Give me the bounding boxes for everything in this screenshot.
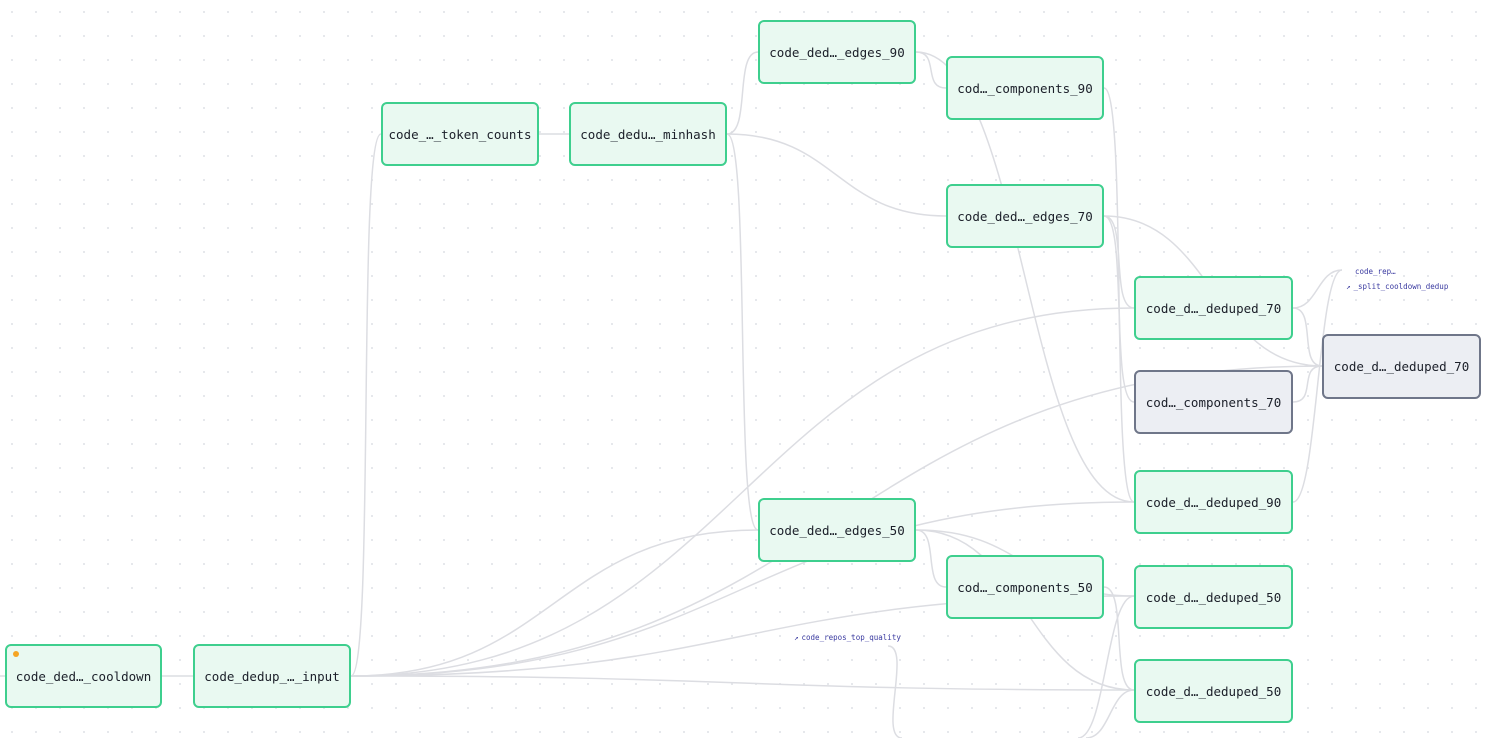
dependency-edge <box>350 133 382 677</box>
dependency-edge <box>1292 269 1343 309</box>
dependency-edge <box>1292 269 1343 503</box>
dependency-edge <box>726 133 759 531</box>
dependency-edge <box>350 501 1135 677</box>
node-components-90[interactable]: cod…_components_90 <box>946 56 1104 120</box>
node-label: code_ded…_edges_70 <box>957 208 1093 224</box>
link-line: code_repos_top_quality <box>801 633 901 642</box>
external-asset-link[interactable]: ↗code_repos_top_quality <box>794 630 901 645</box>
external-link-icon: ↗ <box>794 633 799 642</box>
node-label: code_d…_deduped_70 <box>1145 300 1282 316</box>
node-input[interactable]: code_dedup_…_input <box>193 644 351 708</box>
link-line: code_rep… <box>1355 267 1396 276</box>
node-token-counts[interactable]: code_…_token_counts <box>381 102 539 166</box>
dependency-edge <box>350 529 759 677</box>
node-label: cod…_components_90 <box>957 80 1093 96</box>
node-label: code_ded…_edges_50 <box>769 522 905 538</box>
external-asset-link[interactable]: code_rep… ↗_split_cooldown_dedup <box>1346 264 1448 294</box>
status-dot <box>13 651 19 657</box>
node-label: code_…_token_counts <box>388 126 532 142</box>
node-edges-50[interactable]: code_ded…_edges_50 <box>758 498 916 562</box>
node-label: code_d…_deduped_90 <box>1145 494 1282 510</box>
dependency-edge <box>1292 307 1323 367</box>
node-label: code_d…_deduped_50 <box>1145 683 1282 699</box>
dependency-edge <box>1077 595 1135 738</box>
dependency-edge <box>726 133 947 217</box>
node-label: code_ded…_edges_90 <box>769 44 905 60</box>
link-line: _split_cooldown_dedup <box>1353 282 1449 291</box>
node-minhash[interactable]: code_dedu…_minhash <box>569 102 727 166</box>
dependency-edge <box>887 645 903 738</box>
node-label: code_dedu…_minhash <box>580 126 716 142</box>
node-label: code_d…_deduped_50 <box>1145 589 1282 605</box>
node-deduped-50-a[interactable]: code_d…_deduped_50 <box>1134 565 1293 629</box>
node-label: cod…_components_70 <box>1145 394 1282 410</box>
dependency-edge <box>1103 215 1135 309</box>
node-deduped-70-a[interactable]: code_d…_deduped_70 <box>1134 276 1293 340</box>
dependency-edge <box>350 675 1135 691</box>
dependency-edge <box>915 529 947 588</box>
dependency-edge <box>1103 586 1135 691</box>
dependency-edge <box>915 51 947 89</box>
node-deduped-70-b[interactable]: code_d…_deduped_70 <box>1322 334 1481 399</box>
node-label: code_dedup_…_input <box>204 668 340 684</box>
node-label: cod…_components_50 <box>957 579 1093 595</box>
node-label: code_d…_deduped_70 <box>1333 359 1470 374</box>
node-components-70[interactable]: cod…_components_70 <box>1134 370 1293 434</box>
node-edges-70[interactable]: code_ded…_edges_70 <box>946 184 1104 248</box>
node-label: code_ded…_cooldown <box>15 668 152 684</box>
dependency-edge <box>350 307 1135 677</box>
node-cooldown[interactable]: code_ded…_cooldown <box>5 644 162 708</box>
node-deduped-90[interactable]: code_d…_deduped_90 <box>1134 470 1293 534</box>
dependency-edge <box>1103 215 1135 403</box>
dependency-edge <box>1292 365 1323 403</box>
external-link-icon: ↗ <box>1346 282 1351 291</box>
dependency-edge <box>1085 689 1135 738</box>
node-components-50[interactable]: cod…_components_50 <box>946 555 1104 619</box>
node-deduped-50-b[interactable]: code_d…_deduped_50 <box>1134 659 1293 723</box>
dependency-edge <box>726 51 759 135</box>
node-edges-90[interactable]: code_ded…_edges_90 <box>758 20 916 84</box>
